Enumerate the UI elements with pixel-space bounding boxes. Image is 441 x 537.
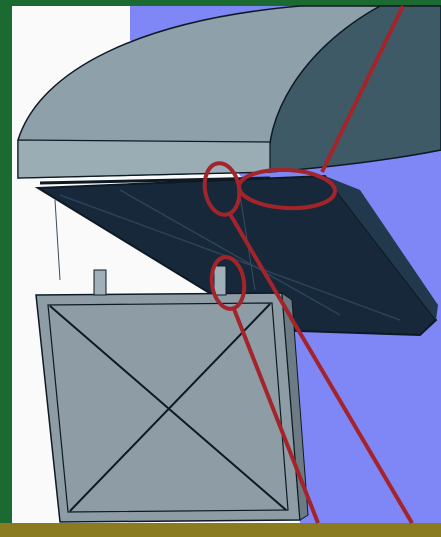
box-side — [281, 291, 309, 521]
box-post-right — [213, 265, 227, 296]
frame-bottom-strip — [0, 523, 441, 537]
box-brace-diagonal-2 — [69, 303, 271, 512]
hood-hinge-bar — [39, 176, 271, 185]
box-post-left — [93, 269, 107, 296]
leader-line-bottom — [232, 308, 320, 524]
leader-line-top — [320, 5, 405, 173]
panel-brace-2 — [119, 189, 341, 316]
cross-braced-box — [35, 265, 309, 523]
leader-line-right — [228, 212, 414, 525]
callout-ellipse-post — [209, 255, 247, 311]
box-inner-frame — [47, 302, 289, 513]
box-brace-diagonal-1 — [49, 305, 287, 511]
curved-hood-cover — [17, 5, 441, 185]
callout-ellipse-hinge-right — [237, 167, 337, 211]
panel-hinge-wire-left — [54, 199, 61, 281]
panel-side — [325, 176, 438, 320]
callout-group — [202, 5, 414, 525]
